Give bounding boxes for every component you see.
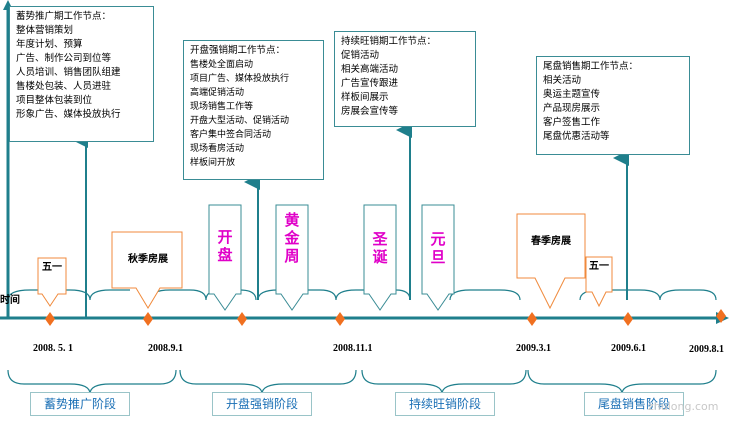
phase-brace-3 bbox=[361, 369, 527, 395]
phase-label-1: 蓄势推广阶段 bbox=[30, 392, 130, 416]
date-marker-3 bbox=[237, 312, 247, 326]
callout-wuyi2: 五一 bbox=[589, 261, 609, 272]
phase-brace-4 bbox=[527, 369, 717, 395]
box4-line: 尾盘优惠活动等 bbox=[543, 131, 610, 142]
date-label-5: 2009.6.1 bbox=[611, 343, 646, 354]
box4-line: 产品现房展示 bbox=[543, 103, 601, 114]
date-marker-2 bbox=[143, 312, 153, 326]
box1-line: 项目整体包装到位 bbox=[16, 95, 93, 106]
work-node-box-4: 尾盘销售期工作节点： 相关活动 奥运主题宣传 产品现房展示 客户签售工作 尾盘优… bbox=[536, 56, 690, 155]
box1-title: 蓄势推广期工作节点： bbox=[16, 11, 112, 22]
callout-shape-wuyi1 bbox=[37, 257, 67, 307]
box2-line: 项目广告、媒体投放执行 bbox=[190, 74, 290, 84]
date-marker-1 bbox=[45, 312, 55, 326]
box4-line: 客户签售工作 bbox=[543, 117, 601, 128]
phase-brace-2 bbox=[179, 369, 357, 395]
box2-line: 现场看房活动 bbox=[190, 144, 245, 154]
work-node-box-2: 开盘强销期工作节点： 售楼处全面启动 项目广告、媒体投放执行 高端促销活动 现场… bbox=[183, 40, 324, 180]
date-marker-5 bbox=[527, 312, 537, 326]
callout-chunji: 春季房展 bbox=[531, 236, 571, 247]
box1-line: 整体营销策划 bbox=[16, 25, 74, 36]
box4-line: 相关活动 bbox=[543, 75, 582, 86]
box2-line: 现场销售工作等 bbox=[190, 102, 254, 112]
box4-title: 尾盘销售期工作节点： bbox=[543, 61, 639, 72]
watermark: zhulong.com bbox=[648, 400, 719, 413]
box3-line: 广告宣传跟进 bbox=[341, 78, 399, 89]
date-marker-4 bbox=[335, 312, 345, 326]
callout-shape-qiuji bbox=[111, 231, 183, 309]
callout-shape-kaipan bbox=[208, 204, 242, 311]
callout-huangjinzhou: 黄金周 bbox=[284, 211, 300, 265]
upper-brace-1 bbox=[7, 289, 130, 301]
callout-shape-yuandan bbox=[421, 204, 455, 311]
callout-shape-shengdan bbox=[363, 204, 397, 311]
box2-line: 售楼处全面启动 bbox=[190, 60, 254, 70]
date-label-4: 2009.3.1 bbox=[516, 343, 551, 354]
box3-line: 促销活动 bbox=[341, 50, 380, 61]
axis-label: 时间 bbox=[0, 295, 20, 306]
date-label-6: 2009.8.1 bbox=[689, 344, 724, 355]
box2-line: 样板间开放 bbox=[190, 158, 236, 168]
box2-line: 开盘大型活动、促销活动 bbox=[190, 116, 290, 126]
box3-line: 房展会宣传等 bbox=[341, 106, 399, 117]
callout-kaipan: 开盘 bbox=[217, 228, 233, 264]
box4-line: 奥运主题宣传 bbox=[543, 89, 601, 100]
box1-line: 广告、制作公司到位等 bbox=[16, 53, 112, 64]
box2-line: 客户集中签合同活动 bbox=[190, 130, 272, 140]
work-node-box-1: 蓄势推广期工作节点： 整体营销策划 年度计划、预算 广告、制作公司到位等 人员培… bbox=[9, 6, 154, 142]
date-marker-7 bbox=[716, 309, 726, 323]
phase-brace-1 bbox=[7, 369, 177, 395]
callout-wuyi1: 五一 bbox=[42, 262, 62, 273]
upper-brace-3 bbox=[257, 289, 411, 301]
box1-line: 年度计划、预算 bbox=[16, 39, 83, 50]
callout-shape-wuyi2 bbox=[585, 256, 613, 308]
box3-line: 样板间展示 bbox=[341, 92, 389, 103]
box1-line: 人员培训、销售团队组建 bbox=[16, 67, 121, 78]
phase-label-3: 持续旺销阶段 bbox=[395, 392, 495, 416]
callout-yuandan: 元旦 bbox=[430, 230, 446, 266]
upper-brace-2 bbox=[149, 289, 257, 301]
box2-line: 高端促销活动 bbox=[190, 88, 245, 98]
upper-brace-4 bbox=[449, 289, 521, 301]
date-label-2: 2008.9.1 bbox=[148, 343, 183, 354]
box2-title: 开盘强销期工作节点： bbox=[190, 45, 286, 56]
box1-line: 形象广告、媒体投放执行 bbox=[16, 109, 121, 120]
callout-qiuji: 秋季房展 bbox=[128, 254, 168, 265]
date-label-3: 2008.11.1 bbox=[333, 343, 373, 354]
work-node-box-3: 持续旺销期工作节点： 促销活动 相关高端活动 广告宣传跟进 样板间展示 房展会宣… bbox=[334, 31, 476, 127]
callout-shape-huangjinzhou bbox=[275, 204, 309, 311]
box1-line: 售楼处包装、人员进驻 bbox=[16, 81, 112, 92]
phase-label-2: 开盘强销阶段 bbox=[212, 392, 312, 416]
date-marker-6 bbox=[623, 312, 633, 326]
box3-line: 相关高端活动 bbox=[341, 64, 399, 75]
phase-label-4: 尾盘销售阶段 bbox=[584, 392, 684, 416]
date-label-1: 2008. 5. 1 bbox=[33, 343, 73, 354]
box3-title: 持续旺销期工作节点： bbox=[341, 36, 437, 47]
callout-shengdan: 圣诞 bbox=[372, 230, 388, 266]
callout-shape-chunji bbox=[516, 213, 586, 310]
